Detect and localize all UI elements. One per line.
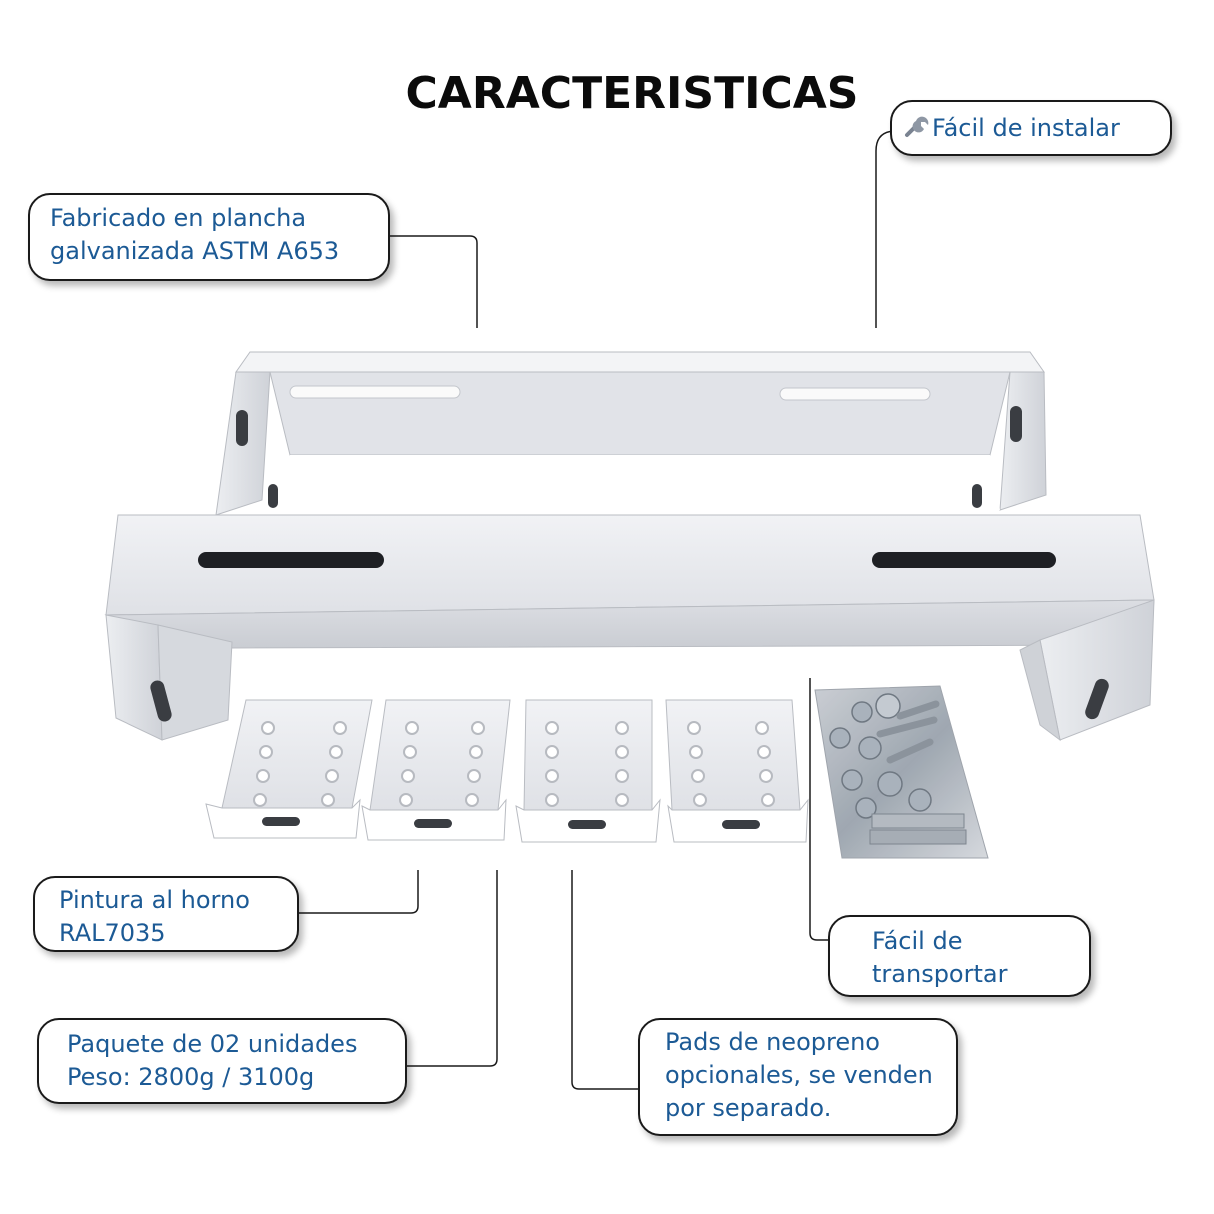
channel-pieces [205,699,809,843]
wrench-icon [904,115,930,148]
callout-package-line2: Peso: 2800g / 3100g [67,1063,315,1091]
callout-pads-line3: por separado. [665,1094,832,1122]
bracket-back [215,351,1047,516]
hardware-bag [814,685,989,859]
bracket-front [104,514,1155,742]
callout-transport-line1: Fácil de [872,927,963,955]
callout-material-line1: Fabricado en plancha [50,204,307,232]
callout-install: Fácil de instalar [890,100,1172,156]
callout-material-line2: galvanizada ASTM A653 [50,237,340,265]
callout-package-line1: Paquete de 02 unidades [67,1030,358,1058]
callout-pads-line2: opcionales, se venden [665,1061,933,1089]
callout-transport-line2: transportar [872,960,1008,988]
callout-package: Paquete de 02 unidades Peso: 2800g / 310… [37,1018,407,1104]
callout-pads: Pads de neopreno opcionales, se venden p… [638,1018,958,1136]
channel-piece-3 [515,699,661,843]
page-title: CARACTERISTICAS [405,68,859,119]
callout-paint-line1: Pintura al horno [59,886,250,914]
callout-pads-line1: Pads de neopreno [665,1028,880,1056]
channel-piece-1 [205,699,373,839]
callout-install-text: Fácil de instalar [932,114,1120,142]
callout-paint: Pintura al horno RAL7035 [33,876,299,952]
callout-paint-line2: RAL7035 [59,919,166,947]
channel-piece-2 [361,699,511,841]
callout-material: Fabricado en plancha galvanizada ASTM A6… [28,193,390,281]
callout-transport: Fácil de transportar [828,915,1091,997]
channel-piece-4 [665,699,809,843]
